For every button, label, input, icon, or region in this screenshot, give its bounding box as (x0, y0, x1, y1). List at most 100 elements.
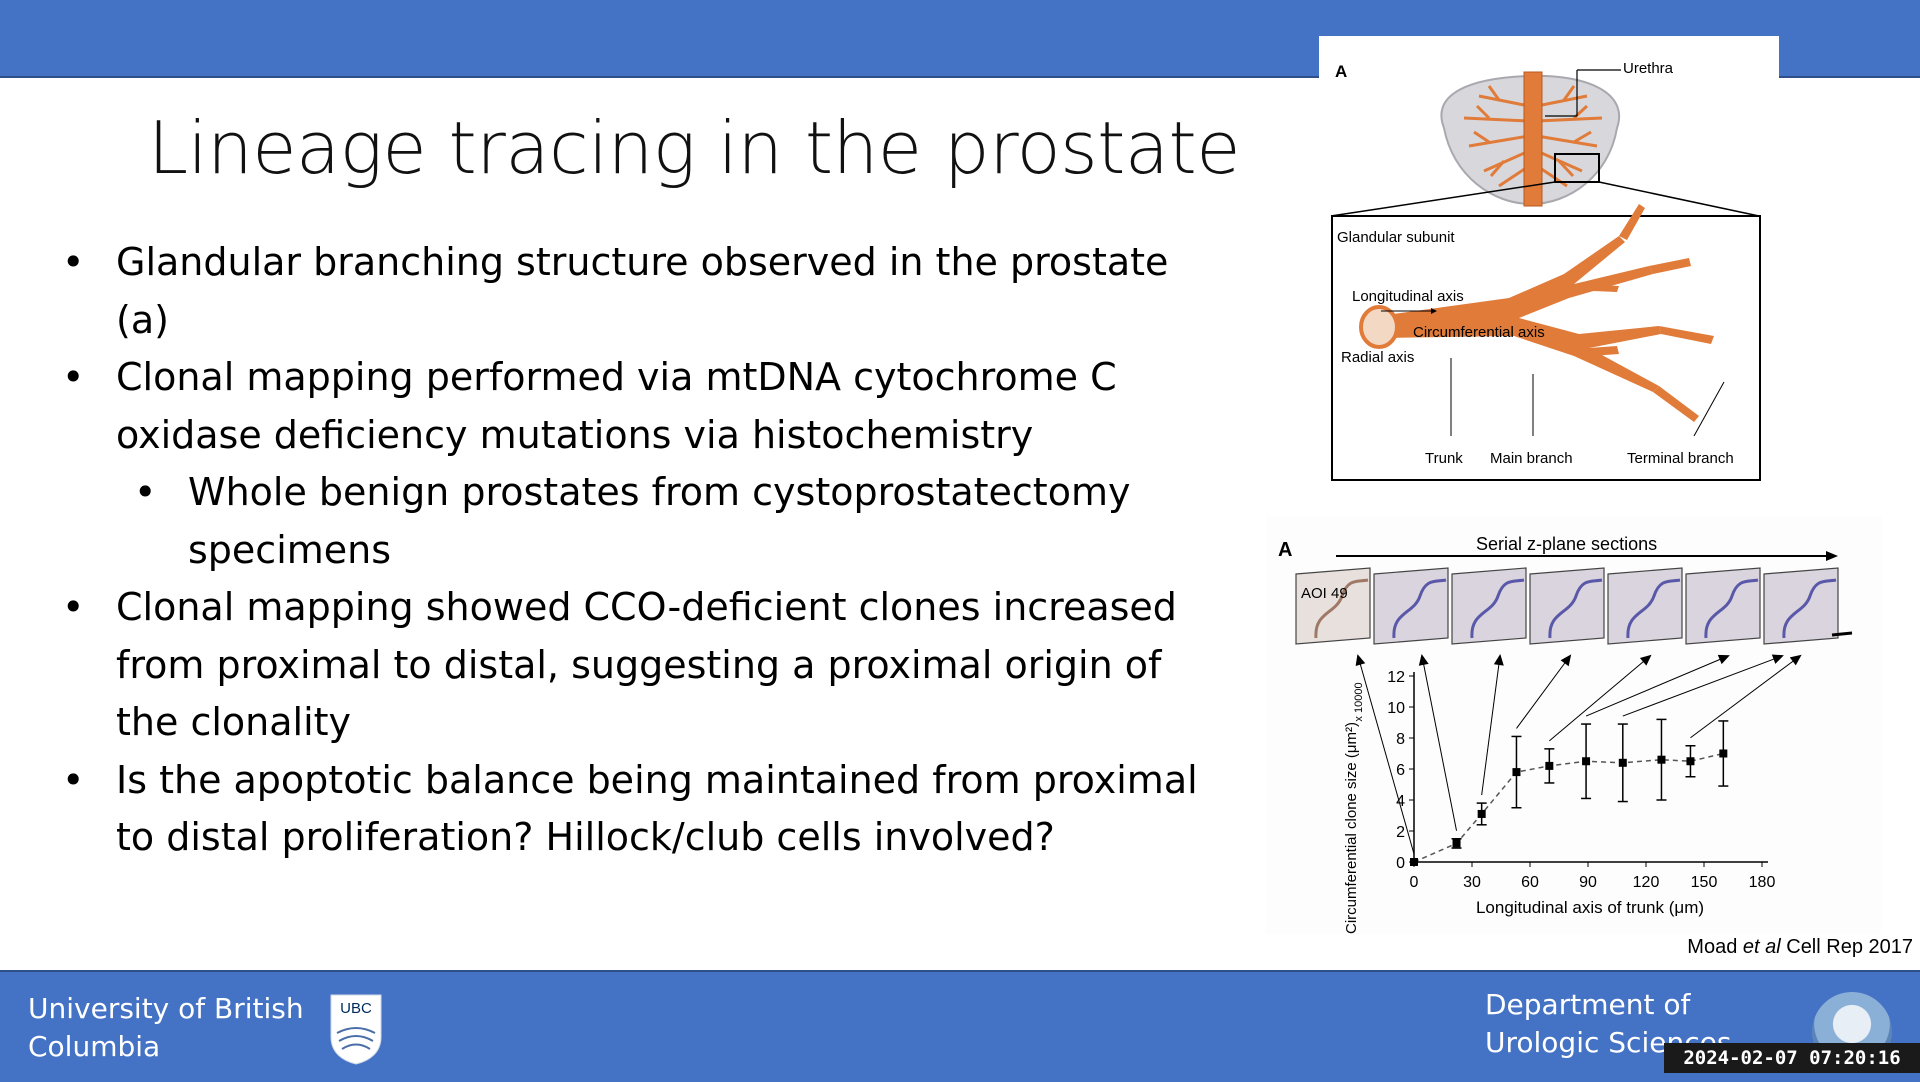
arrowhead (1431, 308, 1437, 314)
section-stain (1704, 578, 1759, 639)
data-point (1512, 768, 1521, 777)
citation-source: Cell Rep 2017 (1780, 936, 1913, 958)
section-thumbnail (1529, 567, 1605, 645)
section-pointer-arrowhead (1717, 654, 1730, 665)
section-pointer-line (1690, 655, 1801, 739)
subunit-branches (1379, 204, 1714, 422)
x-tick-label: 90 (1579, 874, 1597, 891)
terminal-branch-pointer (1693, 381, 1725, 437)
longitudinal-axis-label: Longitudinal axis (1352, 288, 1464, 305)
prostate-anatomy-figure: A Urethra Glandular subunit Longitudinal… (1319, 36, 1779, 488)
data-point (1452, 839, 1461, 848)
recording-timestamp: 2024-02-07 07:20:16 (1664, 1043, 1920, 1073)
x-axis-label: Longitudinal axis of trunk (μm) (1476, 898, 1704, 917)
data-point (1477, 809, 1486, 818)
data-point (1657, 755, 1666, 764)
slide-title: Lineage tracing in the prostate (148, 106, 1241, 190)
y-tick-label: 8 (1396, 731, 1405, 748)
zoom-box (1554, 153, 1600, 183)
section-pointer-line (1357, 655, 1415, 855)
y-tick-label: 10 (1387, 700, 1405, 717)
y-tick-label: 4 (1396, 793, 1405, 810)
section-pointer-arrowhead (1418, 654, 1429, 666)
section-pointer-arrowhead (1560, 654, 1572, 667)
citation: Moad et al Cell Rep 2017 (1687, 936, 1913, 959)
trunk-label: Trunk (1425, 450, 1463, 467)
section-pointer-line (1585, 655, 1729, 717)
bullet-item: Is the apoptotic balance being maintaine… (60, 752, 1230, 867)
circumferential-axis-label: Circumferential axis (1413, 324, 1545, 341)
urethra-tube (1523, 71, 1543, 207)
radial-axis-label: Radial axis (1341, 349, 1414, 366)
arrowhead (1826, 551, 1838, 561)
sub-bullet-item: Whole benign prostates from cystoprostat… (60, 464, 1230, 579)
section-pointer-line (1549, 655, 1651, 742)
bullet-item: Clonal mapping performed via mtDNA cytoc… (60, 349, 1230, 464)
plot-marks (1410, 718, 1729, 866)
section-pointer-line (1516, 655, 1571, 729)
section-thumbnail (1373, 567, 1449, 645)
section-thumbnail (1451, 567, 1527, 645)
urethra-label: Urethra (1623, 60, 1674, 77)
series-line (1413, 752, 1724, 863)
section-thumbnail (1763, 567, 1839, 645)
data-point (1618, 758, 1627, 767)
zoom-line (1330, 181, 1556, 217)
section-stain (1626, 578, 1681, 639)
section-pointer-line (1421, 655, 1458, 831)
data-point (1545, 761, 1554, 770)
y-scale-note: x 10000 (1353, 682, 1365, 721)
data-point (1410, 858, 1418, 866)
section-stain (1470, 578, 1525, 639)
ubc-logo-text: UBC (340, 1000, 372, 1017)
data-point (1686, 757, 1695, 766)
scale-bar (1831, 631, 1853, 637)
section-pointer-arrowhead (1493, 654, 1504, 666)
ubc-crest-logo: UBC (330, 994, 382, 1065)
x-tick-label: 0 (1410, 874, 1419, 891)
aoi-label: AOI 49 (1301, 585, 1348, 602)
section-pointer-arrowhead (1771, 654, 1784, 664)
bullet-item: Clonal mapping showed CCO-deficient clon… (60, 579, 1230, 752)
main-branch-label: Main branch (1490, 450, 1573, 467)
section-thumbnails (1295, 567, 1853, 645)
x-tick-label: 120 (1633, 874, 1660, 891)
y-tick-label: 2 (1396, 824, 1405, 841)
bullet-item: Glandular branching structure observed i… (60, 234, 1230, 349)
panel-label: A (1278, 539, 1292, 561)
subunit-label: Glandular subunit (1337, 229, 1455, 246)
section-stain (1548, 578, 1603, 639)
citation-author: Moad (1687, 936, 1743, 958)
y-tick-label: 12 (1387, 669, 1405, 686)
serial-sections-label: Serial z-plane sections (1476, 534, 1657, 554)
footer-banner: University of British Columbia UBC Depar… (0, 970, 1920, 1082)
section-pointer-line (1622, 655, 1783, 717)
panel-label: A (1335, 62, 1347, 81)
zoom-line (1598, 181, 1760, 217)
data-point (1582, 757, 1591, 766)
section-stain (1782, 578, 1837, 639)
section-pointer-arrowhead (1355, 654, 1366, 667)
gland-branches (1463, 85, 1603, 188)
data-point (1719, 749, 1728, 758)
section-thumbnail (1295, 567, 1371, 645)
section-pointer-arrowhead (1639, 654, 1652, 666)
x-tick-label: 30 (1463, 874, 1481, 891)
y-tick-label: 6 (1396, 762, 1405, 779)
section-thumbnail (1685, 567, 1761, 645)
section-pointer-arrowhead (1789, 654, 1802, 666)
citation-etal: et al (1742, 936, 1781, 958)
subunit-panel (1331, 215, 1761, 481)
x-tick-label: 150 (1691, 874, 1718, 891)
x-tick-label: 60 (1521, 874, 1539, 891)
x-tick-label: 180 (1749, 874, 1776, 891)
y-axis-label: Circumferential clone size (μm²) (1343, 722, 1360, 934)
section-thumbnail (1607, 567, 1683, 645)
anatomy-diagram: A Urethra Glandular subunit Longitudinal… (1330, 60, 1761, 481)
section-pointer-line (1481, 655, 1501, 796)
university-name: University of British Columbia (28, 992, 304, 1063)
section-pointers (1355, 654, 1802, 855)
trunk-cross-section (1359, 305, 1399, 349)
clone-size-figure: A Serial z-plane sections AOI 49 0 2 4 6 8 10… (1266, 516, 1882, 934)
